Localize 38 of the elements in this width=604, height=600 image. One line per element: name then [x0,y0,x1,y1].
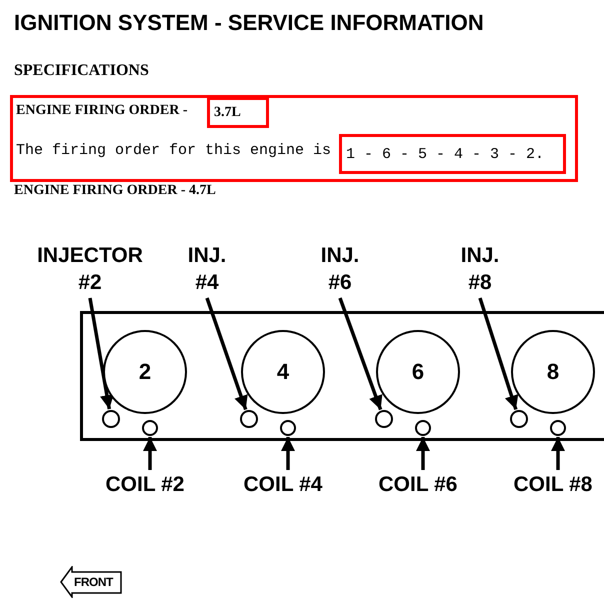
port-circle [510,410,528,428]
leader-line [416,437,430,470]
callout-label: INJ. #4 [175,242,239,296]
highlighted-text: 3.7L [207,97,269,128]
callout-label: COIL #8 [505,471,601,499]
cylinder-circle: 4 [241,330,325,414]
engine-block-outline [80,311,604,441]
leader-line [205,297,248,410]
cylinder-circle: 2 [103,330,187,414]
cylinder-circle: 6 [376,330,460,414]
callout-label: COIL #4 [235,471,331,499]
callout-label: INJECTOR #2 [25,242,155,296]
highlighted-text: 1 - 6 - 5 - 4 - 3 - 2. [339,134,566,174]
highlight-box [10,95,578,182]
front-arrow: FRONT [60,566,122,598]
subsection-heading: ENGINE FIRING ORDER - 4.7L [14,183,216,199]
leader-line [338,297,382,410]
leader-line [143,437,157,470]
leader-line [281,437,295,470]
callout-label: COIL #2 [97,471,193,499]
cylinder-circle: 8 [511,330,595,414]
port-circle [280,420,296,436]
leader-line [88,298,114,410]
callout-label: INJ. #8 [448,242,512,296]
leader-line [478,297,518,410]
heading-text: ENGINE FIRING ORDER - [16,103,188,119]
leader-line [551,437,565,470]
port-circle [102,410,120,428]
port-circle [415,420,431,436]
callout-label: COIL #6 [370,471,466,499]
section-heading: SPECIFICATIONS [14,62,149,80]
callout-label: INJ. #6 [308,242,372,296]
page-title: IGNITION SYSTEM - SERVICE INFORMATION [14,10,484,36]
port-circle [375,410,393,428]
port-circle [142,420,158,436]
port-circle [240,410,258,428]
port-circle [550,420,566,436]
body-text: The firing order for this engine is [16,142,332,159]
